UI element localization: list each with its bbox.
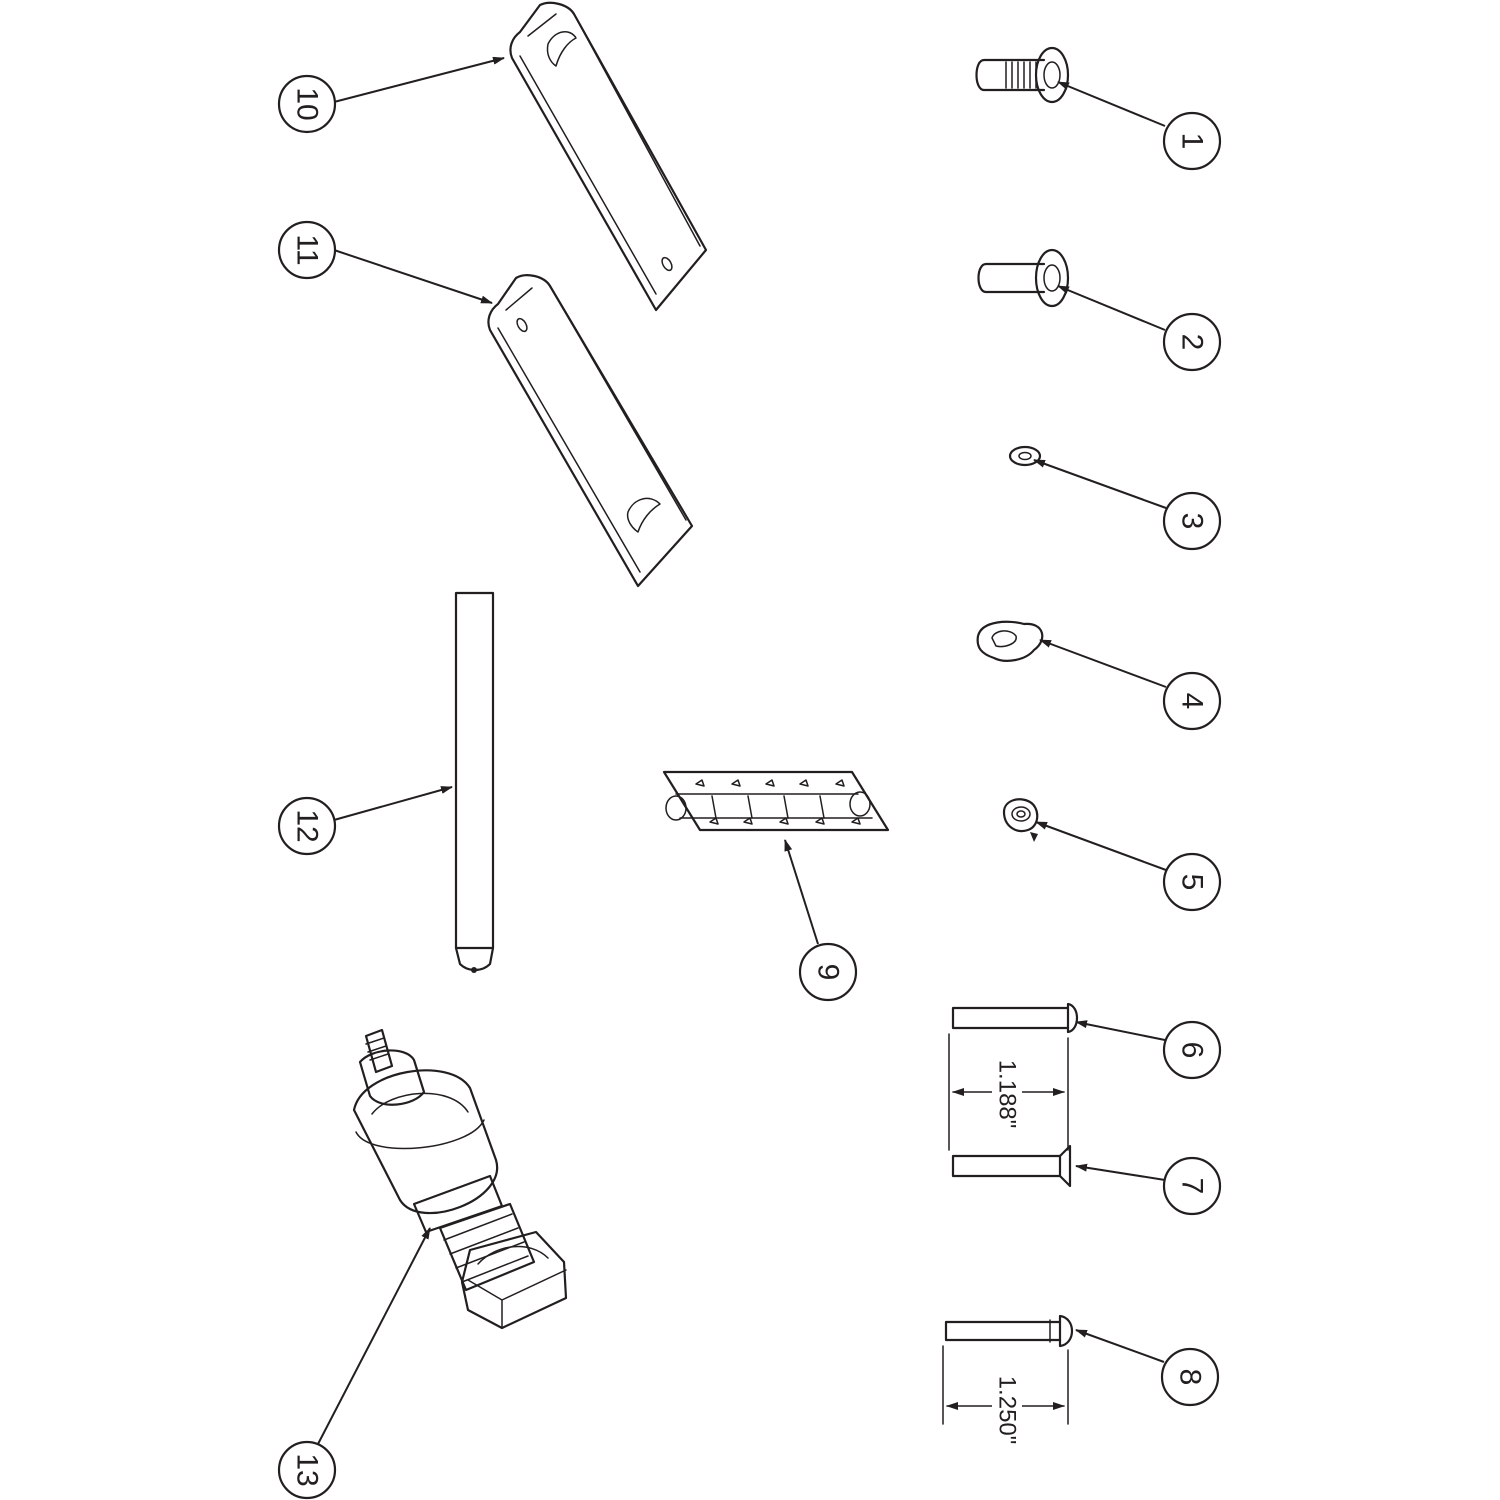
knurled-insert-part-1: [975, 46, 1070, 104]
callout-9-number: 9: [812, 964, 845, 981]
dimension-part-8: 1.250": [942, 1345, 1069, 1448]
callout-11: 11: [277, 220, 337, 280]
leader-5: [1035, 821, 1167, 871]
flange-nut-part-5: [1002, 798, 1039, 842]
callout-5-number: 5: [1176, 874, 1209, 891]
callout-5: 5: [1162, 852, 1222, 912]
dimension-label-part-8: 1.250": [994, 1376, 1021, 1445]
leader-2: [1057, 285, 1166, 331]
stud-assembly-part-13: [352, 1028, 568, 1330]
leader-13: [317, 1227, 431, 1445]
callout-8-number: 8: [1174, 1369, 1207, 1386]
dimension-label-parts-6-7: 1.188": [994, 1060, 1021, 1129]
callout-12-number: 12: [291, 809, 324, 842]
smooth-insert-part-2: [977, 248, 1070, 308]
long-pin-part-8: [944, 1314, 1074, 1348]
callout-6-number: 6: [1176, 1042, 1209, 1059]
leader-lines: [317, 56, 1167, 1445]
washer-part-3: [1008, 445, 1042, 467]
bracket-part-11: [487, 274, 694, 588]
callout-2: 2: [1162, 312, 1222, 372]
leader-6: [1075, 1020, 1166, 1041]
callout-9: 9: [798, 942, 858, 1002]
callout-1: 1: [1162, 111, 1222, 171]
hinge-part-9: [662, 770, 890, 832]
bracket-part-10: [509, 1, 708, 312]
leader-9: [784, 839, 819, 945]
callout-8: 8: [1160, 1347, 1220, 1407]
leader-1: [1057, 81, 1166, 127]
leader-3: [1033, 459, 1167, 509]
callout-4-number: 4: [1176, 693, 1209, 710]
leader-8: [1075, 1329, 1165, 1363]
countersunk-pin-part-7: [951, 1144, 1072, 1188]
leader-4: [1039, 639, 1167, 688]
callout-13-number: 13: [291, 1453, 324, 1486]
callout-2-number: 2: [1176, 334, 1209, 351]
callout-10-number: 10: [291, 87, 324, 120]
callout-11-number: 11: [291, 234, 324, 265]
callout-4: 4: [1162, 671, 1222, 731]
rod-part-12: [454, 591, 495, 973]
callout-3-number: 3: [1176, 513, 1209, 530]
bumper-part-4: [976, 620, 1044, 662]
callout-7: 7: [1162, 1156, 1222, 1216]
callout-12: 12: [277, 796, 337, 856]
leader-11: [333, 249, 493, 304]
callout-13: 13: [277, 1440, 337, 1500]
leader-7: [1075, 1163, 1166, 1181]
round-head-pin-part-6: [951, 1002, 1079, 1034]
callout-3: 3: [1162, 491, 1222, 551]
callout-7-number: 7: [1176, 1178, 1209, 1195]
callout-10: 10: [277, 74, 337, 134]
leader-10: [333, 56, 505, 103]
dimension-parts-6-7: 1.188": [948, 1033, 1069, 1151]
callout-6: 6: [1162, 1020, 1222, 1080]
callout-1-number: 1: [1176, 133, 1209, 150]
leader-12: [333, 786, 453, 821]
